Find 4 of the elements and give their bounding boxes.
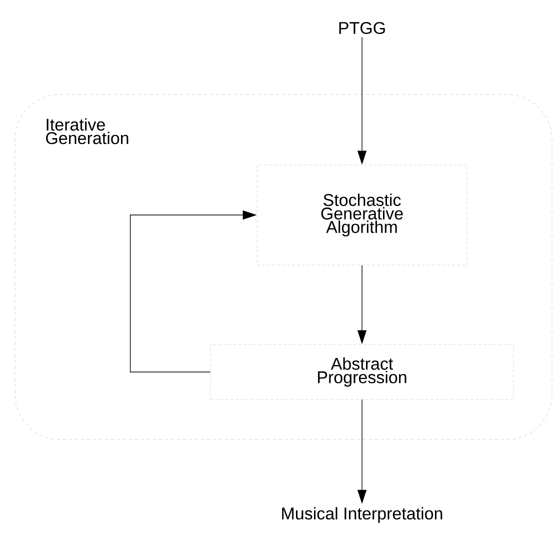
process-box: Stochastic Generative Algorithm [256,164,468,266]
node-label: Musical Interpretation [282,507,442,523]
node-label: PTGG [339,22,385,34]
process-box: Abstract Progression [210,344,514,400]
